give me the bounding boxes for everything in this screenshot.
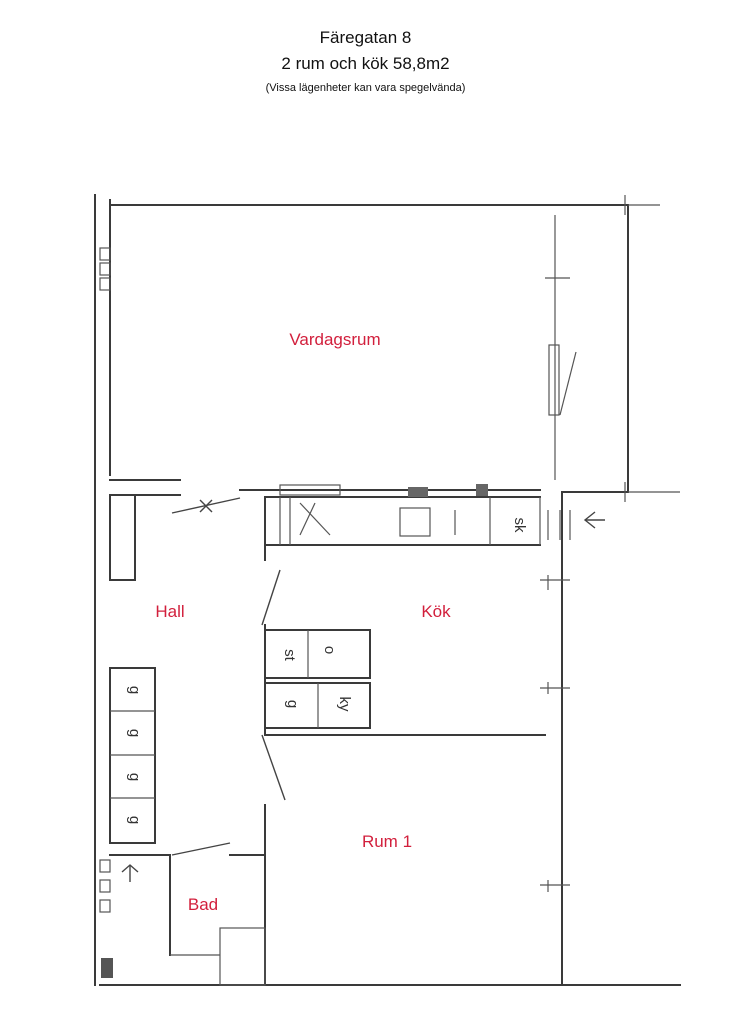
wardrobe-label: g — [126, 773, 143, 781]
fixture-st-label: st — [281, 649, 298, 662]
plan-subtitle: 2 rum och kök 58,8m2 — [281, 54, 450, 73]
wardrobe-label: g — [126, 729, 143, 737]
door-living-hall — [171, 497, 241, 514]
kitchen-appliances — [264, 629, 371, 729]
arrow-icon-bath — [121, 864, 139, 882]
living-room-window — [545, 215, 577, 480]
right-wall-markers — [540, 575, 570, 892]
room-label-rum1: Rum 1 — [362, 832, 412, 851]
room-label-kok: Kök — [421, 602, 451, 621]
plan-note: (Vissa lägenheter kan vara spegelvända) — [265, 82, 466, 94]
room-label-bad: Bad — [188, 895, 218, 914]
arrow-icon-right — [547, 510, 605, 540]
room-label-vardagsrum: Vardagsrum — [289, 330, 380, 349]
fixture-sk-label: sk — [511, 518, 528, 534]
plan-title: Färegatan 8 — [319, 28, 412, 47]
fixture-g-label: g — [284, 700, 301, 708]
wardrobe-label: g — [126, 816, 143, 824]
wardrobe-label: g — [126, 686, 143, 694]
fixture-o-label: o — [321, 646, 338, 654]
hall-wardrobes — [109, 667, 156, 844]
fixture-ky-label: ky — [336, 697, 353, 713]
kitchen-counter — [109, 479, 541, 546]
hall-walls — [109, 494, 546, 986]
bathroom-walls — [109, 842, 266, 986]
outer-walls — [94, 194, 681, 986]
left-facade-windows — [99, 247, 113, 978]
room-label-hall: Hall — [155, 602, 184, 621]
